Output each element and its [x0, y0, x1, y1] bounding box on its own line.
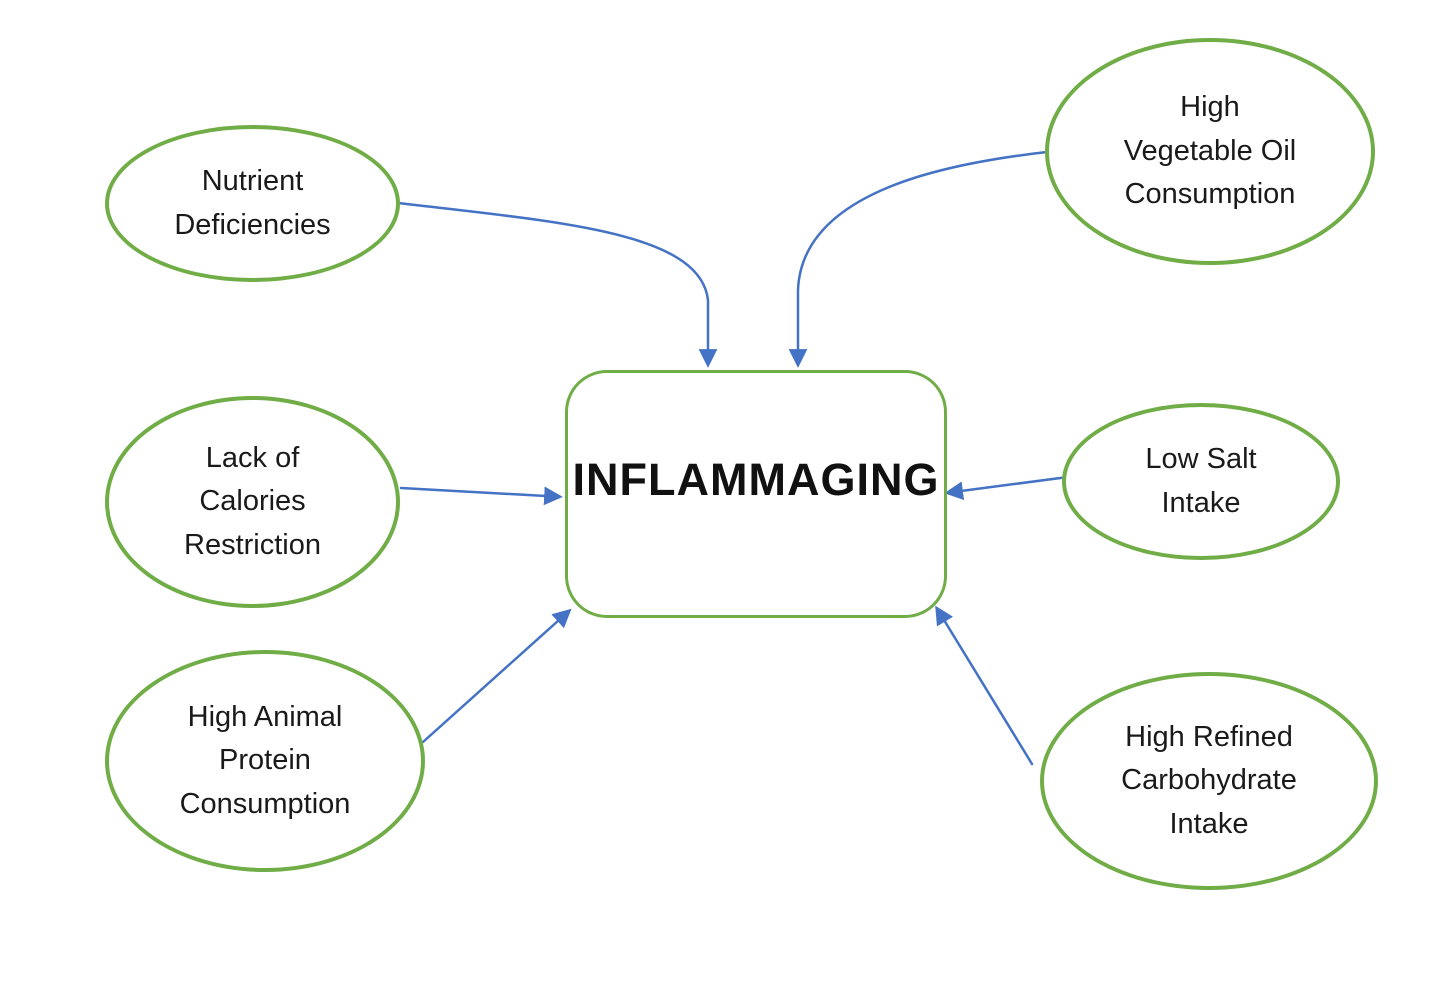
node-label-line: High Refined: [1125, 720, 1293, 753]
center-box-inflammaging: INFLAMMAGING: [565, 370, 947, 618]
arrow-carbohydrate-to-center: [935, 605, 1034, 766]
node-label-line: Carbohydrate: [1121, 764, 1297, 797]
node-label-line: Intake: [1169, 807, 1249, 840]
node-label-line: Restriction: [184, 528, 321, 561]
arrow-calories-to-center: [399, 486, 563, 506]
node-label-line: Calories: [199, 485, 306, 518]
arrow-vegetable-oil-to-center: [788, 150, 1049, 368]
node-low-salt-intake: Low Salt Intake: [1062, 403, 1340, 560]
node-label-line: Vegetable Oil: [1123, 134, 1297, 167]
center-label: INFLAMMAGING: [572, 454, 940, 505]
node-nutrient-deficiencies: Nutrient Deficiencies: [105, 125, 400, 282]
node-high-animal-protein-consumption: High Animal Protein Consumption: [105, 650, 425, 872]
node-label-line: Consumption: [179, 787, 351, 820]
node-label-line: High Animal: [187, 700, 343, 733]
node-high-vegetable-oil-consumption: High Vegetable Oil Consumption: [1045, 38, 1375, 265]
node-label-line: Deficiencies: [174, 208, 331, 241]
node-label-line: Low Salt: [1145, 443, 1257, 475]
node-label-line: Nutrient: [201, 165, 304, 197]
node-high-refined-carbohydrate-intake: High Refined Carbohydrate Intake: [1040, 672, 1378, 890]
node-label-line: Consumption: [1124, 178, 1296, 211]
arrow-salt-to-center: [944, 475, 1070, 501]
node-label-line: High: [1180, 91, 1240, 124]
node-label-line: Protein: [219, 744, 311, 777]
arrow-nutrient-to-center: [396, 201, 718, 368]
node-label-line: Intake: [1161, 486, 1241, 519]
node-lack-of-calories-restriction: Lack of Calories Restriction: [105, 396, 400, 608]
node-label-line: Lack of: [205, 441, 300, 474]
arrow-protein-to-center: [421, 608, 572, 744]
